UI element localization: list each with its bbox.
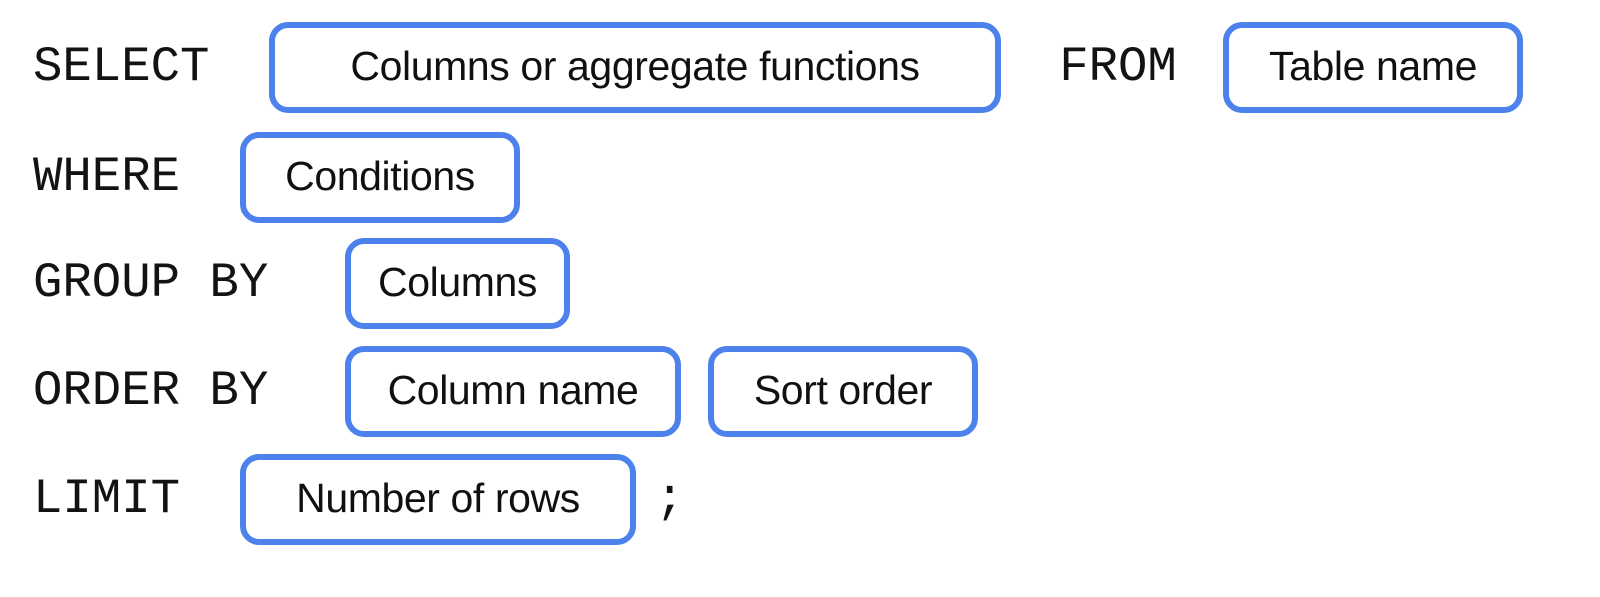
slot-table-name[interactable]: Table name	[1223, 22, 1523, 113]
sql-statement-terminator: ;	[655, 470, 685, 527]
slot-label-number-of-rows: Number of rows	[296, 474, 580, 521]
slot-label-conditions: Conditions	[285, 153, 475, 199]
sql-keyword-limit: LIMIT	[33, 470, 181, 527]
sql-keyword-from: FROM	[1059, 39, 1177, 95]
slot-sort-order[interactable]: Sort order	[708, 345, 978, 437]
slot-group-by-columns[interactable]: Columns	[345, 237, 570, 329]
slot-label-order-by-column-name: Column name	[387, 366, 639, 413]
slot-number-of-rows[interactable]: Number of rows	[240, 453, 636, 545]
sql-clause-row-limit: LIMIT Number of rows ;	[33, 453, 685, 545]
sql-clause-row-group-by: GROUP BY Columns	[33, 237, 570, 329]
sql-clause-row-where: WHERE Conditions	[33, 132, 520, 223]
slot-label-table-name: Table name	[1269, 43, 1477, 89]
sql-clause-row-order-by: ORDER BY Column name Sort order	[33, 345, 978, 437]
slot-conditions[interactable]: Conditions	[240, 132, 520, 223]
sql-keyword-where: WHERE	[33, 149, 181, 205]
sql-keyword-group-by: GROUP BY	[33, 254, 269, 311]
slot-order-by-column-name[interactable]: Column name	[345, 345, 681, 437]
slot-columns-or-aggregate-functions[interactable]: Columns or aggregate functions	[269, 22, 1001, 113]
slot-label-group-by-columns: Columns	[378, 258, 537, 305]
sql-keyword-select: SELECT	[33, 39, 210, 95]
slot-label-columns-or-aggregate-functions: Columns or aggregate functions	[350, 43, 920, 89]
sql-clause-row-select: SELECT Columns or aggregate functions FR…	[33, 22, 1523, 113]
sql-keyword-order-by: ORDER BY	[33, 362, 269, 419]
slot-label-sort-order: Sort order	[753, 366, 933, 413]
